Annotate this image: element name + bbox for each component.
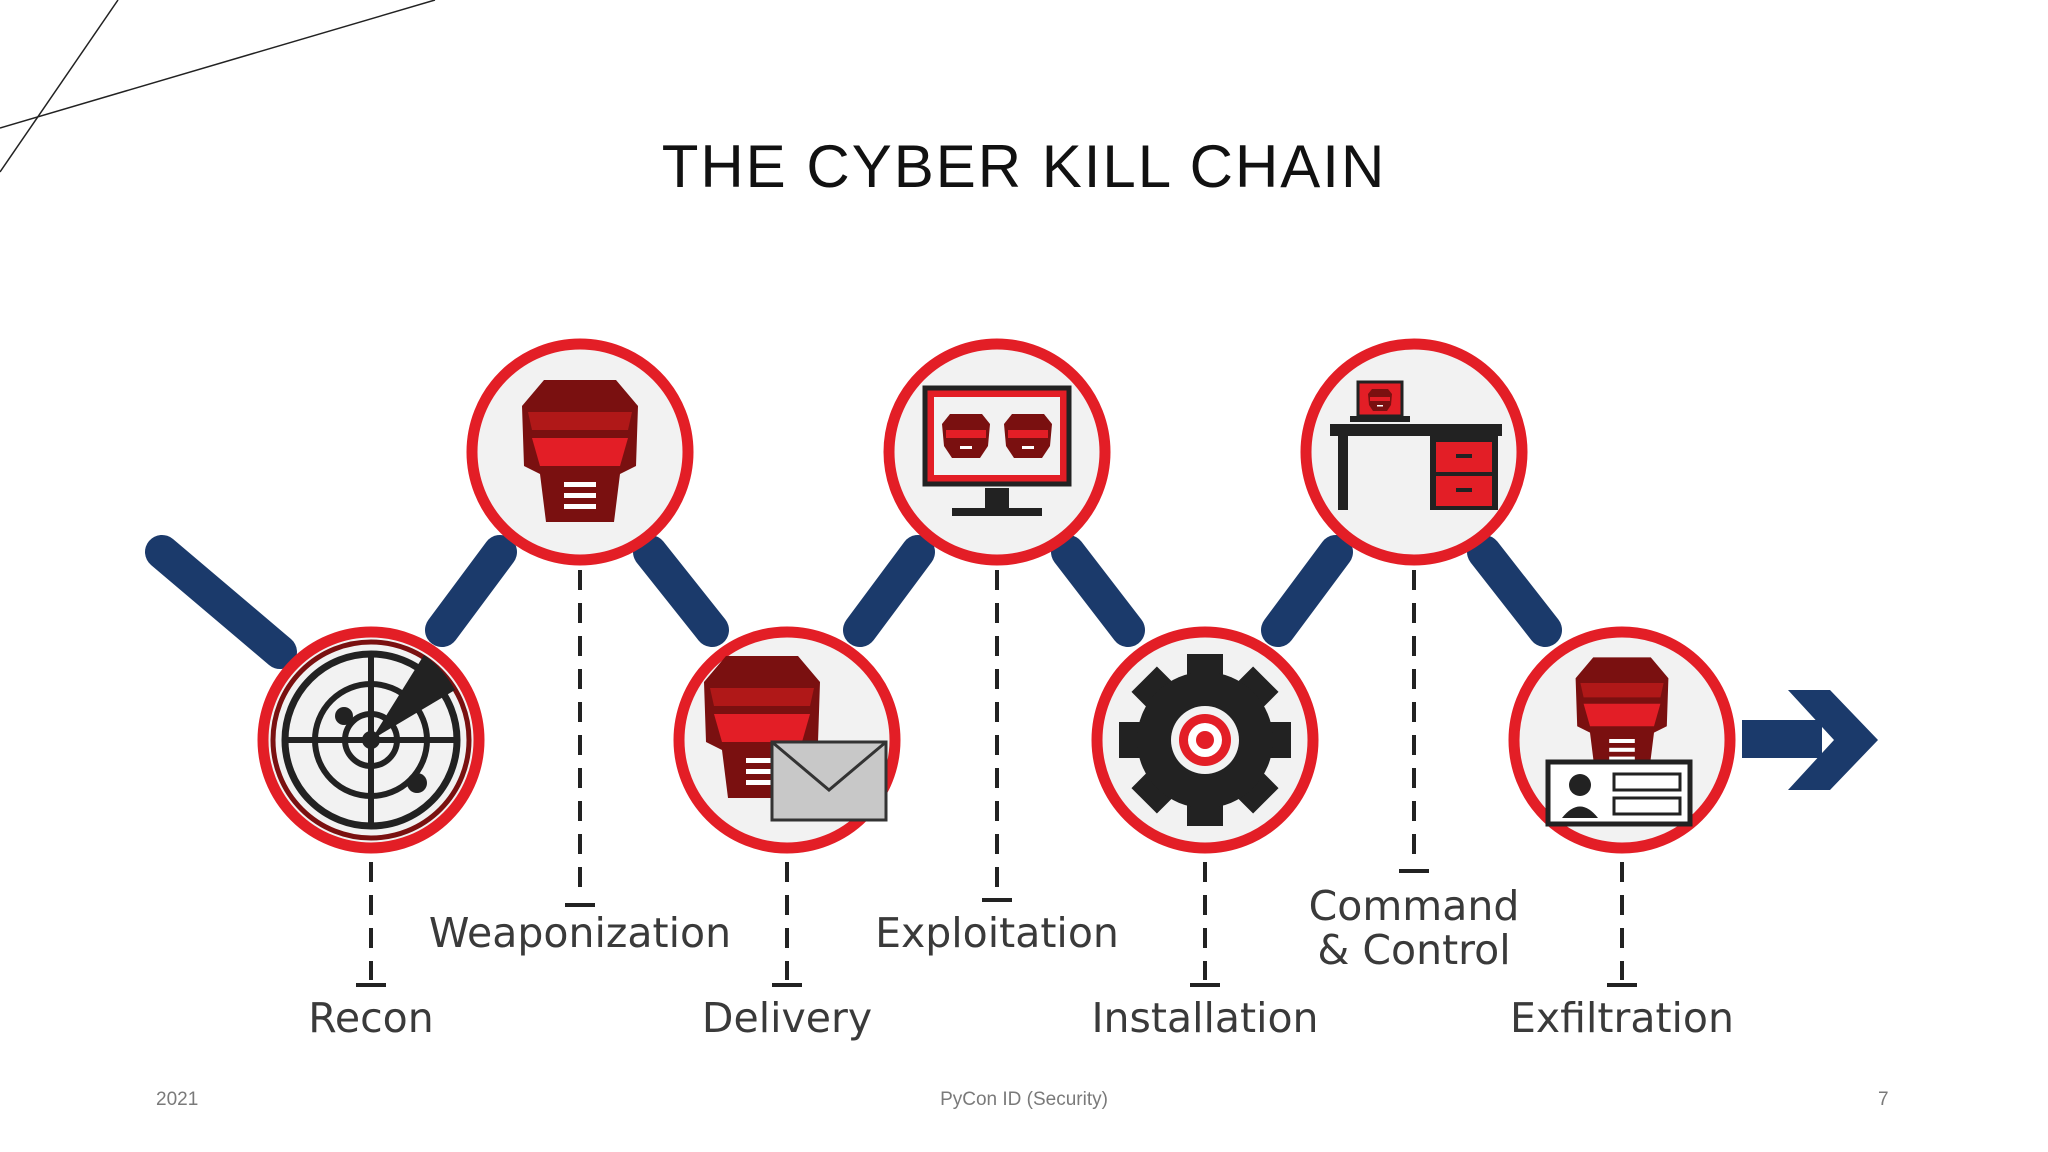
stage-exfiltration: Exfiltration [1508,626,1736,1042]
decorative-corner-lines [0,0,436,173]
stage-exploitation: Exploitation [875,338,1119,957]
slide-title: THE CYBER KILL CHAIN [661,133,1387,200]
stage-label-recon: Recon [308,994,433,1042]
arrow-icon [1742,690,1878,790]
stage-label-exploitation: Exploitation [875,909,1119,957]
footer-page-number: 7 [1878,1089,1889,1110]
desk-laptop-icon [1330,380,1502,510]
gear-target-icon [1119,654,1291,826]
stage-command-control: Command & Control [1300,338,1528,974]
footer-year: 2021 [156,1089,199,1110]
robot-with-envelope-icon [704,656,888,822]
chain-connectors [145,535,1562,669]
stage-delivery: Delivery [673,626,901,1042]
stage-label-exfiltration: Exfiltration [1510,994,1734,1042]
dashed-leaders [369,570,1624,980]
stage-label-control: & Control [1317,926,1510,974]
monitor-robots-icon [922,385,1072,516]
stage-label-command: Command [1309,882,1520,930]
stage-recon: Recon [257,626,485,1042]
radar-icon [270,639,472,841]
robot-id-card-icon [1545,657,1693,827]
stage-installation: Installation [1091,626,1319,1042]
stage-label-weaponization: Weaponization [429,909,731,957]
stage-label-installation: Installation [1091,994,1318,1042]
stage-label-delivery: Delivery [702,994,872,1042]
footer-event: PyCon ID (Security) [940,1089,1108,1110]
stage-weaponization: Weaponization [429,338,731,957]
